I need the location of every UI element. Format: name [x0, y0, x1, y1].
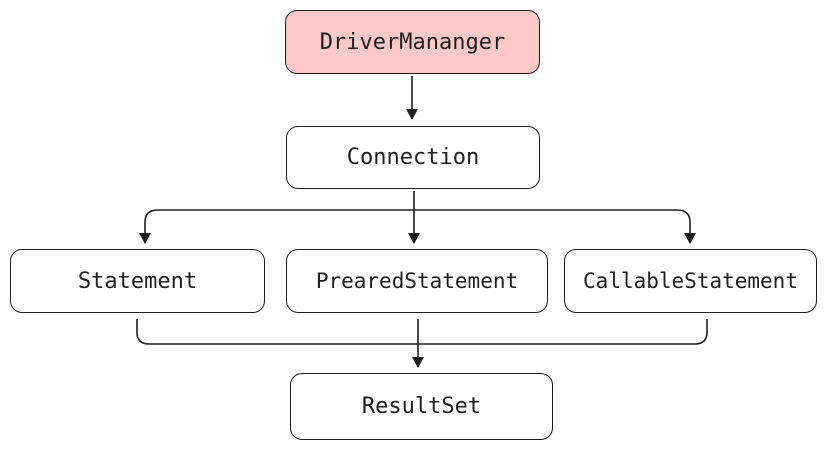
node-statement-label: Statement: [77, 268, 198, 294]
node-callable-statement-label: CallableStatement: [583, 269, 798, 293]
node-prepared-statement[interactable]: PrearedStatement: [286, 249, 548, 313]
node-connection-label: Connection: [346, 145, 480, 170]
node-result-set-label: ResultSet: [361, 394, 482, 419]
node-result-set[interactable]: ResultSet: [290, 373, 553, 440]
node-statement[interactable]: Statement: [10, 249, 265, 313]
edge-connection-to-callable: [414, 209, 696, 244]
edge-statement-to-resultset: [136, 319, 418, 345]
node-connection[interactable]: Connection: [286, 126, 540, 189]
node-callable-statement[interactable]: CallableStatement: [564, 249, 817, 313]
node-prepared-statement-label: PrearedStatement: [315, 269, 519, 293]
edge-callable-to-resultset: [418, 319, 708, 345]
node-driver-manager[interactable]: DriverMananger: [285, 10, 540, 74]
node-driver-manager-label: DriverMananger: [319, 29, 506, 55]
edge-connection-to-statement: [139, 209, 414, 244]
